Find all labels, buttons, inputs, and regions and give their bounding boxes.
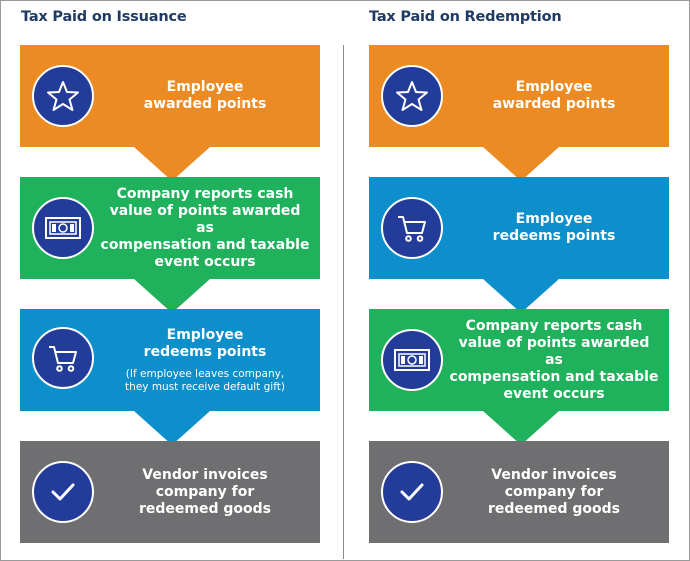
- left-step-3-arrow: [134, 411, 210, 445]
- right-step-4-box: Vendor invoices company for redeemed goo…: [369, 441, 669, 543]
- checkmark-icon: [32, 461, 94, 523]
- left-step-3-text-group: Employee redeems points (If employee lea…: [100, 309, 310, 411]
- left-step-4-text: Vendor invoices company for redeemed goo…: [138, 466, 271, 517]
- left-step-2-text: Company reports cash value of points awa…: [100, 185, 310, 270]
- left-step-1-text: Employee awarded points: [143, 79, 267, 112]
- left-step-3-text: Employee redeems points: [143, 326, 267, 360]
- column-divider: [343, 45, 344, 559]
- left-step-2-box: Company reports cash value of points awa…: [20, 177, 320, 279]
- left-step-2-arrow: [134, 279, 210, 313]
- right-step-3-text: Company reports cash value of points awa…: [449, 317, 659, 402]
- left-step-1-box: Employee awarded points: [20, 45, 320, 147]
- right-step-3-box: Company reports cash value of points awa…: [369, 309, 669, 411]
- left-column-title: Tax Paid on Issuance: [21, 9, 187, 25]
- checkmark-icon: [381, 461, 443, 523]
- right-step-1-box: Employee awarded points: [369, 45, 669, 147]
- right-step-1-text: Employee awarded points: [492, 79, 616, 112]
- right-step-2-arrow: [483, 279, 559, 313]
- left-step-4-box: Vendor invoices company for redeemed goo…: [20, 441, 320, 543]
- right-step-3-arrow: [483, 411, 559, 445]
- right-step-1-arrow: [483, 147, 559, 181]
- cash-icon: [32, 197, 94, 259]
- cash-icon: [381, 329, 443, 391]
- right-column-title: Tax Paid on Redemption: [369, 9, 562, 25]
- star-icon: [32, 65, 94, 127]
- cart-icon: [381, 197, 443, 259]
- right-step-2-box: Employee redeems points: [369, 177, 669, 279]
- right-step-2-text: Employee redeems points: [492, 211, 616, 244]
- star-icon: [381, 65, 443, 127]
- cart-icon: [32, 327, 94, 389]
- left-step-3-note: (If employee leaves company, they must r…: [125, 367, 285, 393]
- left-step-1-arrow: [134, 147, 210, 181]
- left-step-3-box: Employee redeems points (If employee lea…: [20, 309, 320, 411]
- right-step-4-text: Vendor invoices company for redeemed goo…: [487, 466, 620, 517]
